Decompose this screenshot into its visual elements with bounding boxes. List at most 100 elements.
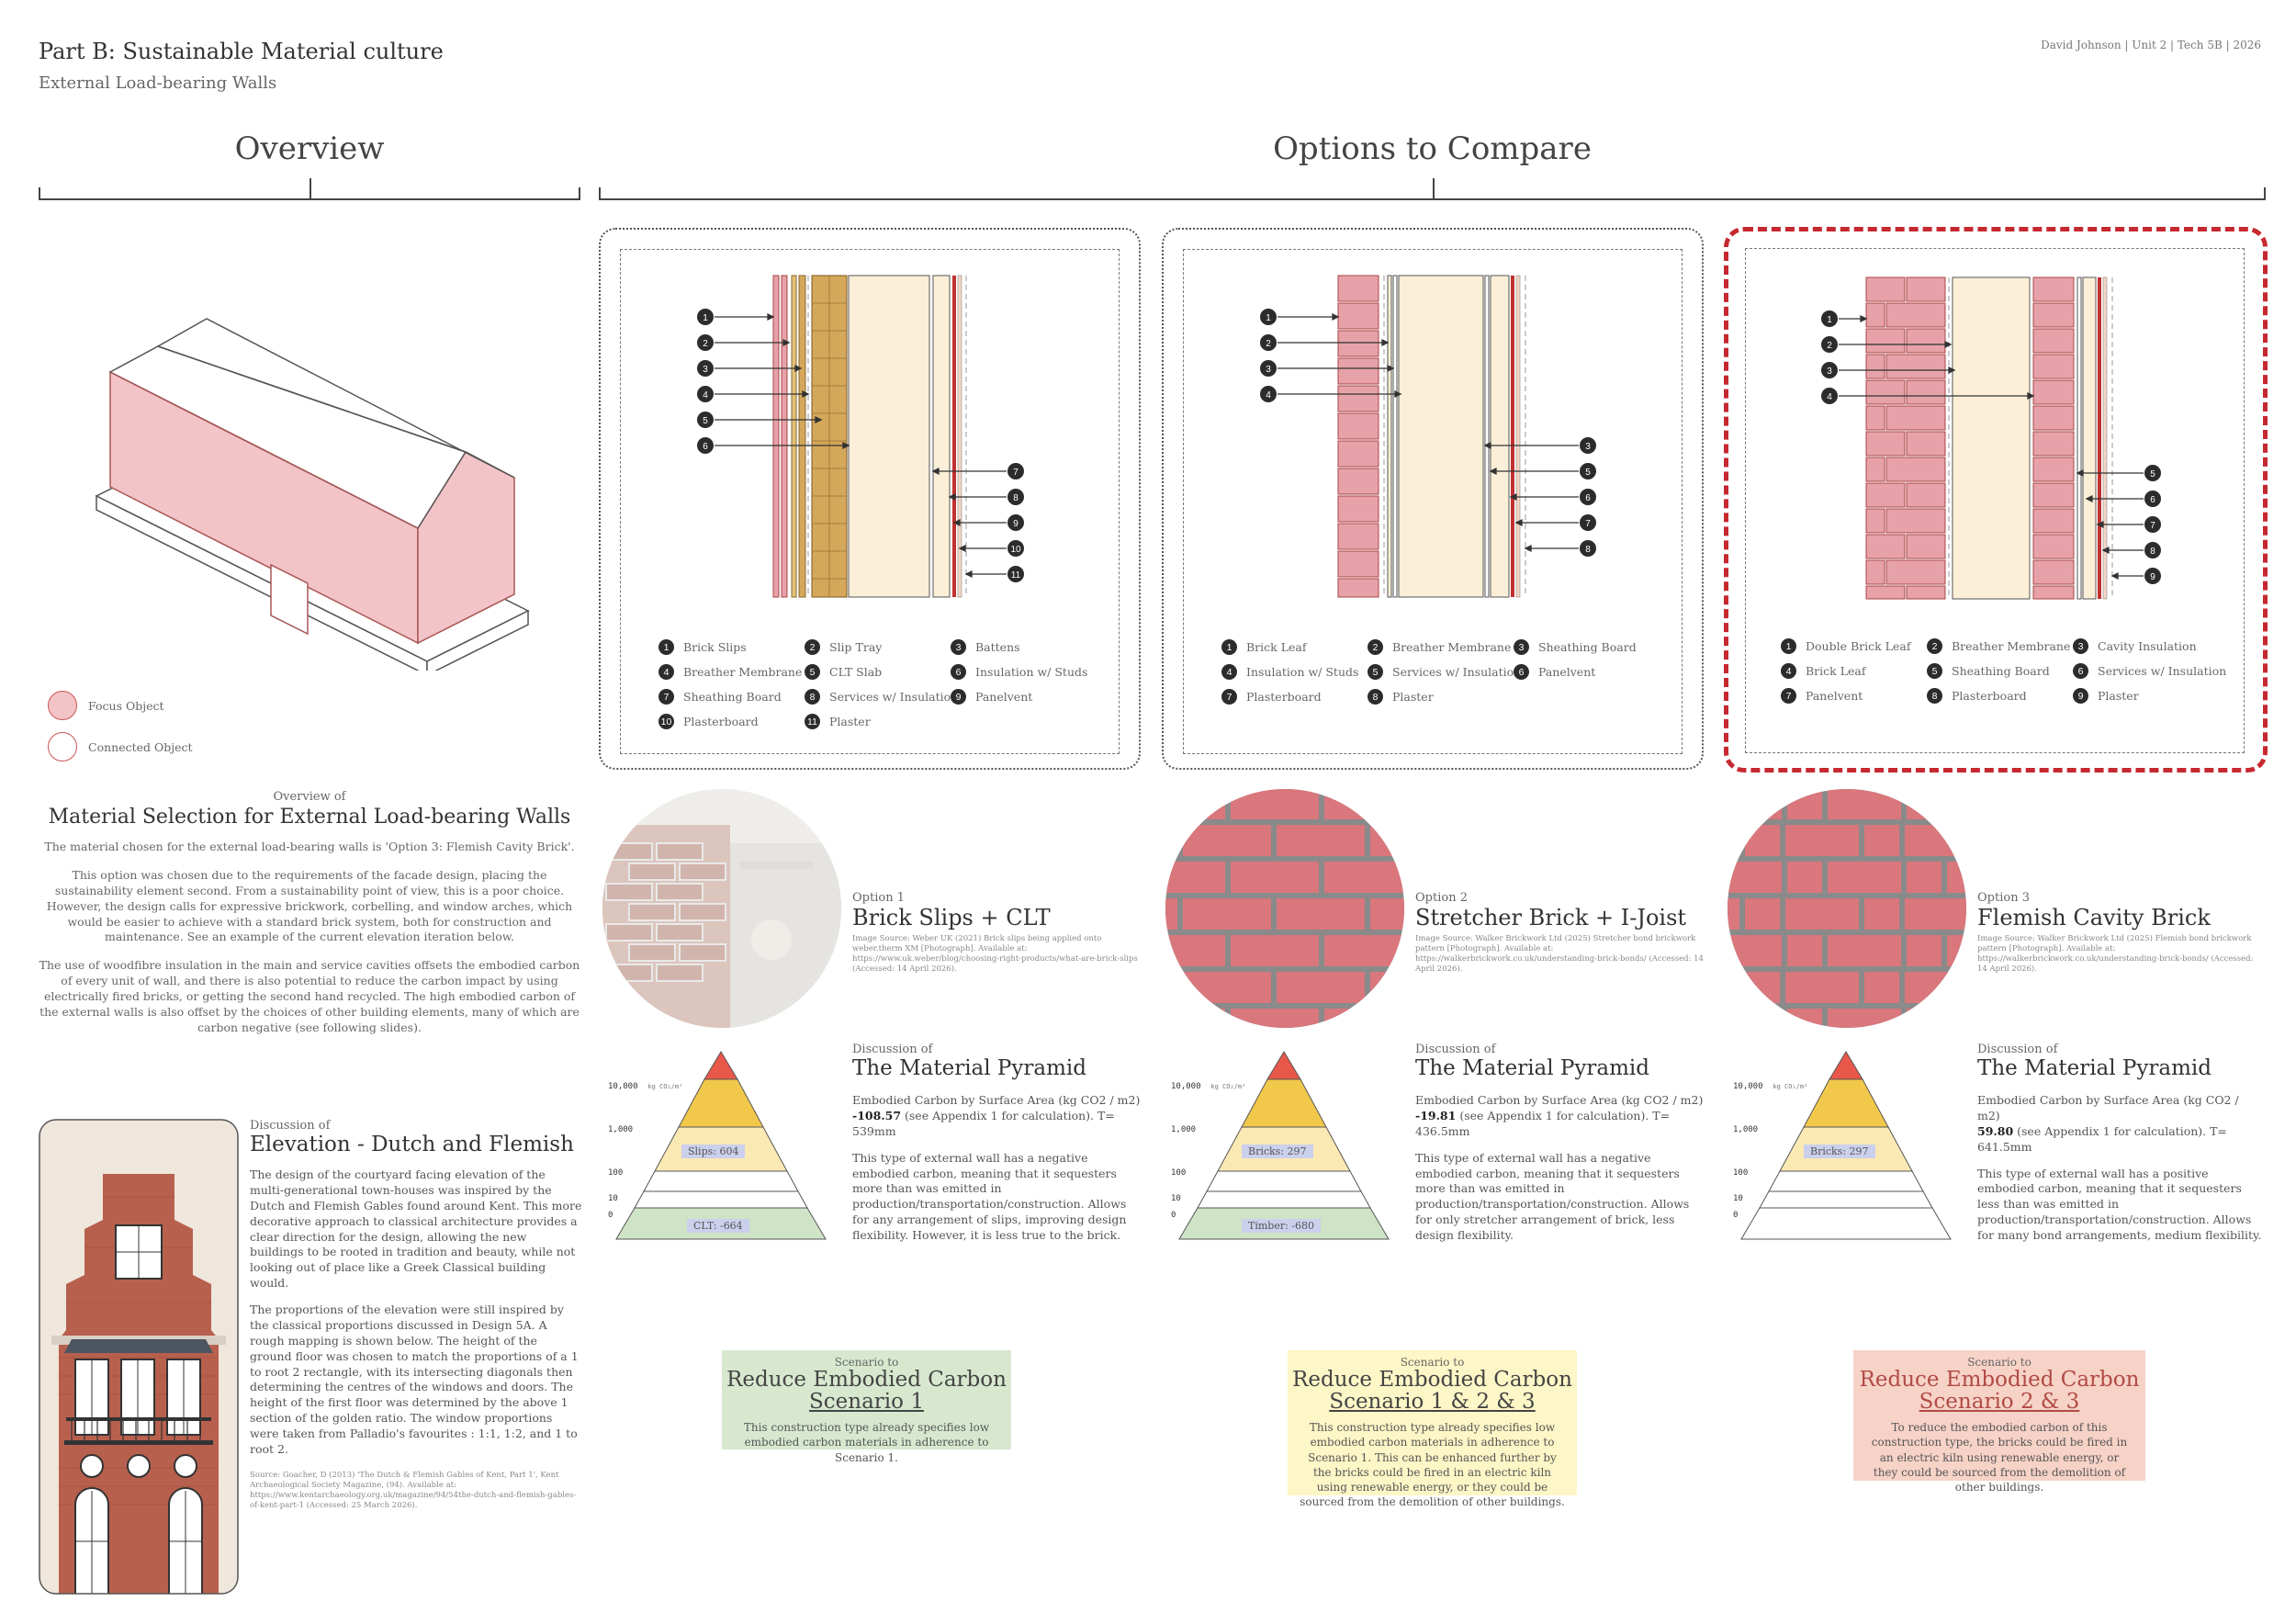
option1-discussion: Discussion of The Material Pyramid Embod…	[852, 1043, 1144, 1244]
option1-scn-small: Scenario to	[834, 1356, 899, 1369]
option3-ec-line: 59.80 (see Appendix 1 for calculation). …	[1977, 1123, 2227, 1154]
option3-y10: 10	[1733, 1194, 1743, 1203]
option3-tag-bricks: Bricks: 297	[1804, 1145, 1875, 1158]
svg-text:7: 7	[2150, 521, 2155, 531]
option2-disc-small: Discussion of	[1415, 1043, 1496, 1056]
option3-y100: 100	[1733, 1168, 1749, 1178]
option1-big: Brick Slips + CLT	[852, 905, 1051, 930]
option3-y0: 0	[1733, 1211, 1739, 1220]
option1-source: Image Source: Weber UK (2021) Brick slip…	[852, 934, 1138, 975]
option1-tag-slips: Slips: 604	[681, 1145, 746, 1158]
option2-source: Image Source: Walker Brickwork Ltd (2025…	[1415, 934, 1704, 975]
option1-tag-clt: CLT: -664	[687, 1219, 749, 1233]
option3-scn-big2: Scenario 2 & 3	[1919, 1390, 2080, 1415]
options-heading: Options to Compare	[1273, 130, 1592, 167]
option1-body: This type of external wall has a negativ…	[852, 1150, 1127, 1242]
overview-p1: The material chosen for the external loa…	[44, 840, 575, 853]
elevation-source: Source: Goacher, D (2013) 'The Dutch & F…	[250, 1470, 577, 1510]
svg-text:4: 4	[703, 390, 708, 400]
option2-discussion: Discussion of The Material Pyramid Embod…	[1415, 1043, 1707, 1244]
elevation-big: Elevation - Dutch and Flemish	[250, 1133, 574, 1156]
overview-big: Material Selection for External Load-bea…	[48, 806, 571, 829]
option2-y10000: 10,000 kg CO₂/m²	[1171, 1082, 1246, 1091]
option2-scn-small: Scenario to	[1400, 1356, 1465, 1369]
option3-ec-label: Embodied Carbon by Surface Area (kg CO2 …	[1977, 1093, 2239, 1122]
svg-text:10: 10	[1010, 545, 1021, 555]
svg-text:2: 2	[1266, 339, 1271, 349]
svg-text:4: 4	[1266, 390, 1271, 400]
option3-disc-big: The Material Pyramid	[1977, 1056, 2212, 1080]
option1-label-block: Option 1 Brick Slips + CLT Image Source:…	[852, 891, 1146, 975]
svg-text:11: 11	[1011, 570, 1021, 581]
connected-object-label: Connected Object	[88, 740, 193, 754]
svg-text:8: 8	[1585, 545, 1591, 555]
option1-inner-frame	[620, 249, 1120, 754]
elevation-p2: The proportions of the elevation were st…	[250, 1303, 579, 1456]
option2-y100: 100	[1171, 1168, 1187, 1178]
option2-y1000: 1,000	[1171, 1125, 1197, 1134]
option2-body: This type of external wall has a negativ…	[1415, 1150, 1690, 1242]
option3-disc-small: Discussion of	[1977, 1043, 2058, 1056]
option1-photo	[602, 789, 841, 1028]
svg-text:5: 5	[1585, 468, 1591, 478]
option2-label-block: Option 2 Stretcher Brick + I-Joist Image…	[1415, 891, 1709, 975]
focus-object-swatch	[48, 691, 77, 720]
option1-scn-big2: Scenario 1	[809, 1390, 924, 1415]
svg-text:1: 1	[1266, 313, 1271, 323]
option2-y0: 0	[1171, 1211, 1176, 1220]
option3-label-block: Option 3 Flemish Cavity Brick Image Sour…	[1977, 891, 2262, 975]
focus-object-label: Focus Object	[88, 699, 164, 713]
option1-y10000: 10,000 kg CO₂/m²	[608, 1082, 683, 1091]
page-subtitle: External Load-bearing Walls	[39, 73, 277, 93]
option2-pyramid	[1178, 1051, 1390, 1240]
svg-text:9: 9	[2150, 572, 2155, 582]
option2-inner-frame	[1183, 249, 1683, 754]
option1-disc-small: Discussion of	[852, 1043, 933, 1056]
option2-disc-big: The Material Pyramid	[1415, 1056, 1649, 1080]
option3-source: Image Source: Walker Brickwork Ltd (2025…	[1977, 934, 2254, 975]
svg-text:8: 8	[2150, 547, 2155, 557]
option1-y1000: 1,000	[608, 1125, 634, 1134]
elevation-text-block: Discussion of Elevation - Dutch and Flem…	[250, 1119, 582, 1511]
option3-small: Option 3	[1977, 891, 2030, 905]
option2-scn-body: This construction type already specifies…	[1300, 1421, 1565, 1509]
option1-y100: 100	[608, 1168, 624, 1178]
elevation-drawing	[39, 1119, 239, 1595]
svg-text:7: 7	[1585, 519, 1591, 529]
overview-bracket	[39, 176, 580, 200]
svg-text:5: 5	[2150, 469, 2155, 479]
option1-pyramid	[615, 1051, 827, 1240]
svg-text:3: 3	[703, 365, 708, 375]
svg-text:3: 3	[1585, 442, 1591, 452]
option1-scn-big1: Reduce Embodied Carbon	[726, 1368, 1007, 1392]
option3-body: This type of external wall has a positiv…	[1977, 1166, 2262, 1243]
option1-ec-line: -108.57 (see Appendix 1 for calculation)…	[852, 1108, 1115, 1138]
option3-y1000: 1,000	[1733, 1125, 1759, 1134]
option3-scn-body: To reduce the embodied carbon of this co…	[1871, 1421, 2128, 1494]
